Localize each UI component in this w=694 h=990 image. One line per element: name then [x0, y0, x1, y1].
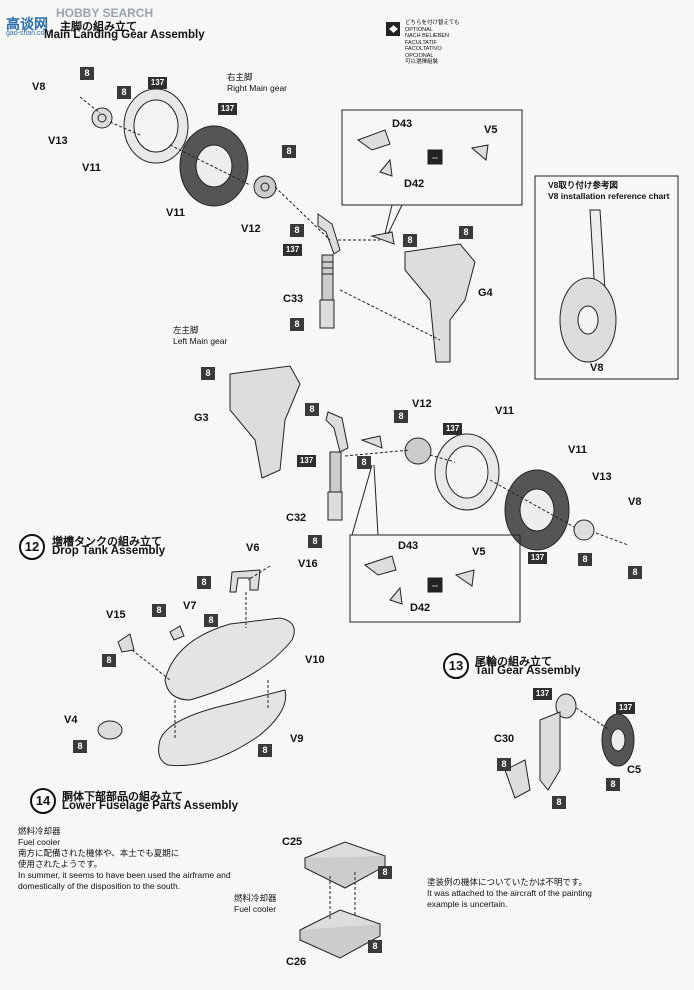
label-v6: V6 — [246, 542, 260, 554]
color-8: 8 — [308, 535, 322, 548]
color-8: 8 — [497, 758, 511, 771]
label-v12: V12 — [241, 223, 261, 235]
color-137: 137 — [218, 103, 237, 115]
color-8: 8 — [459, 226, 473, 239]
step14-title: Lower Fuselage Parts Assembly — [62, 800, 238, 812]
color-8: 8 — [552, 796, 566, 809]
color-8: 8 — [305, 403, 319, 416]
label-v13-left: V13 — [592, 471, 612, 483]
step12-title-jp: 増槽タンクの組み立て — [52, 536, 162, 548]
label-g4: G4 — [478, 287, 493, 299]
label-v10: V10 — [305, 654, 325, 666]
step12-number: 12 — [19, 534, 45, 560]
label-c5: C5 — [627, 764, 642, 776]
label-v11-a: V11 — [82, 162, 101, 174]
color-8: 8 — [578, 553, 592, 566]
label-c30: C30 — [494, 733, 515, 745]
step13-number: 13 — [443, 653, 469, 679]
color-8: 8 — [201, 367, 215, 380]
step11-title: Main Landing Gear Assembly — [44, 29, 205, 41]
label-v8: V8 — [32, 81, 46, 93]
color-8: 8 — [117, 86, 131, 99]
color-137: 137 — [443, 423, 462, 435]
label-d42: D42 — [404, 178, 425, 190]
label-c32: C32 — [286, 512, 307, 524]
step13-title: Tail Gear Assembly — [475, 665, 581, 677]
label-v11-b: V11 — [166, 207, 185, 219]
color-137: 137 — [283, 244, 302, 256]
color-8: 8 — [378, 866, 392, 879]
label-v13: V13 — [48, 135, 68, 147]
label-v11-d: V11 — [568, 444, 587, 456]
color-8: 8 — [394, 410, 408, 423]
step14-number: 14 — [30, 788, 56, 814]
watermark-brand: HOBBY SEARCH — [56, 6, 154, 20]
color-137: 137 — [533, 688, 552, 700]
color-8: 8 — [606, 778, 620, 791]
optional-swap-icon-2: ⇔ — [430, 580, 440, 590]
color-8: 8 — [73, 740, 87, 753]
color-8: 8 — [357, 456, 371, 469]
color-137: 137 — [297, 455, 316, 467]
watermark-logo: 高谈网 — [6, 16, 48, 32]
label-v16: V16 — [298, 558, 318, 570]
label-g3: G3 — [194, 412, 209, 424]
label-d43: D43 — [392, 118, 413, 130]
label-v15: V15 — [106, 609, 126, 621]
ref-chart-part: V8 — [590, 362, 604, 374]
color-137: 137 — [528, 552, 547, 564]
color-8: 8 — [282, 145, 296, 158]
color-8: 8 — [368, 940, 382, 953]
color-8: 8 — [80, 67, 94, 80]
label-v4: V4 — [64, 714, 78, 726]
label-c33: C33 — [283, 293, 304, 305]
color-137: 137 — [148, 77, 167, 89]
watermark-site: gao-shan.com — [6, 30, 51, 37]
color-8: 8 — [152, 604, 166, 617]
step11-title-jp: 主脚の組み立て — [60, 21, 137, 33]
label-d43-lower: D43 — [398, 540, 419, 552]
step13-title-jp: 尾輪の組み立て — [475, 656, 552, 668]
label-c25: C25 — [282, 836, 303, 848]
label-v9: V9 — [290, 733, 304, 745]
label-v5: V5 — [484, 124, 498, 136]
step14-title-jp: 胴体下部部品の組み立て — [62, 791, 183, 803]
label-d42-lower: D42 — [410, 602, 431, 614]
label-v5-lower: V5 — [472, 546, 486, 558]
color-8: 8 — [102, 654, 116, 667]
label-v11-c: V11 — [495, 405, 514, 417]
label-c26: C26 — [286, 956, 307, 968]
color-8: 8 — [628, 566, 642, 579]
step14-right-note: 塗装例の機体についていたかは不明です。 It was attached to t… — [427, 877, 592, 909]
color-8: 8 — [403, 234, 417, 247]
color-8: 8 — [197, 576, 211, 589]
label-v7: V7 — [183, 600, 197, 612]
optional-swap-icon: ⇔ — [430, 152, 440, 162]
step14-note: 燃料冷却器 Fuel cooler 南方に配備された機体や、本土でも夏期に 使用… — [18, 826, 231, 891]
color-8: 8 — [290, 318, 304, 331]
label-v8-left: V8 — [628, 496, 642, 508]
color-8: 8 — [290, 224, 304, 237]
color-8: 8 — [258, 744, 272, 757]
step12-title: Drop Tank Assembly — [52, 545, 166, 557]
color-137: 137 — [616, 702, 635, 714]
label-v12-left: V12 — [412, 398, 432, 410]
color-8: 8 — [204, 614, 218, 627]
